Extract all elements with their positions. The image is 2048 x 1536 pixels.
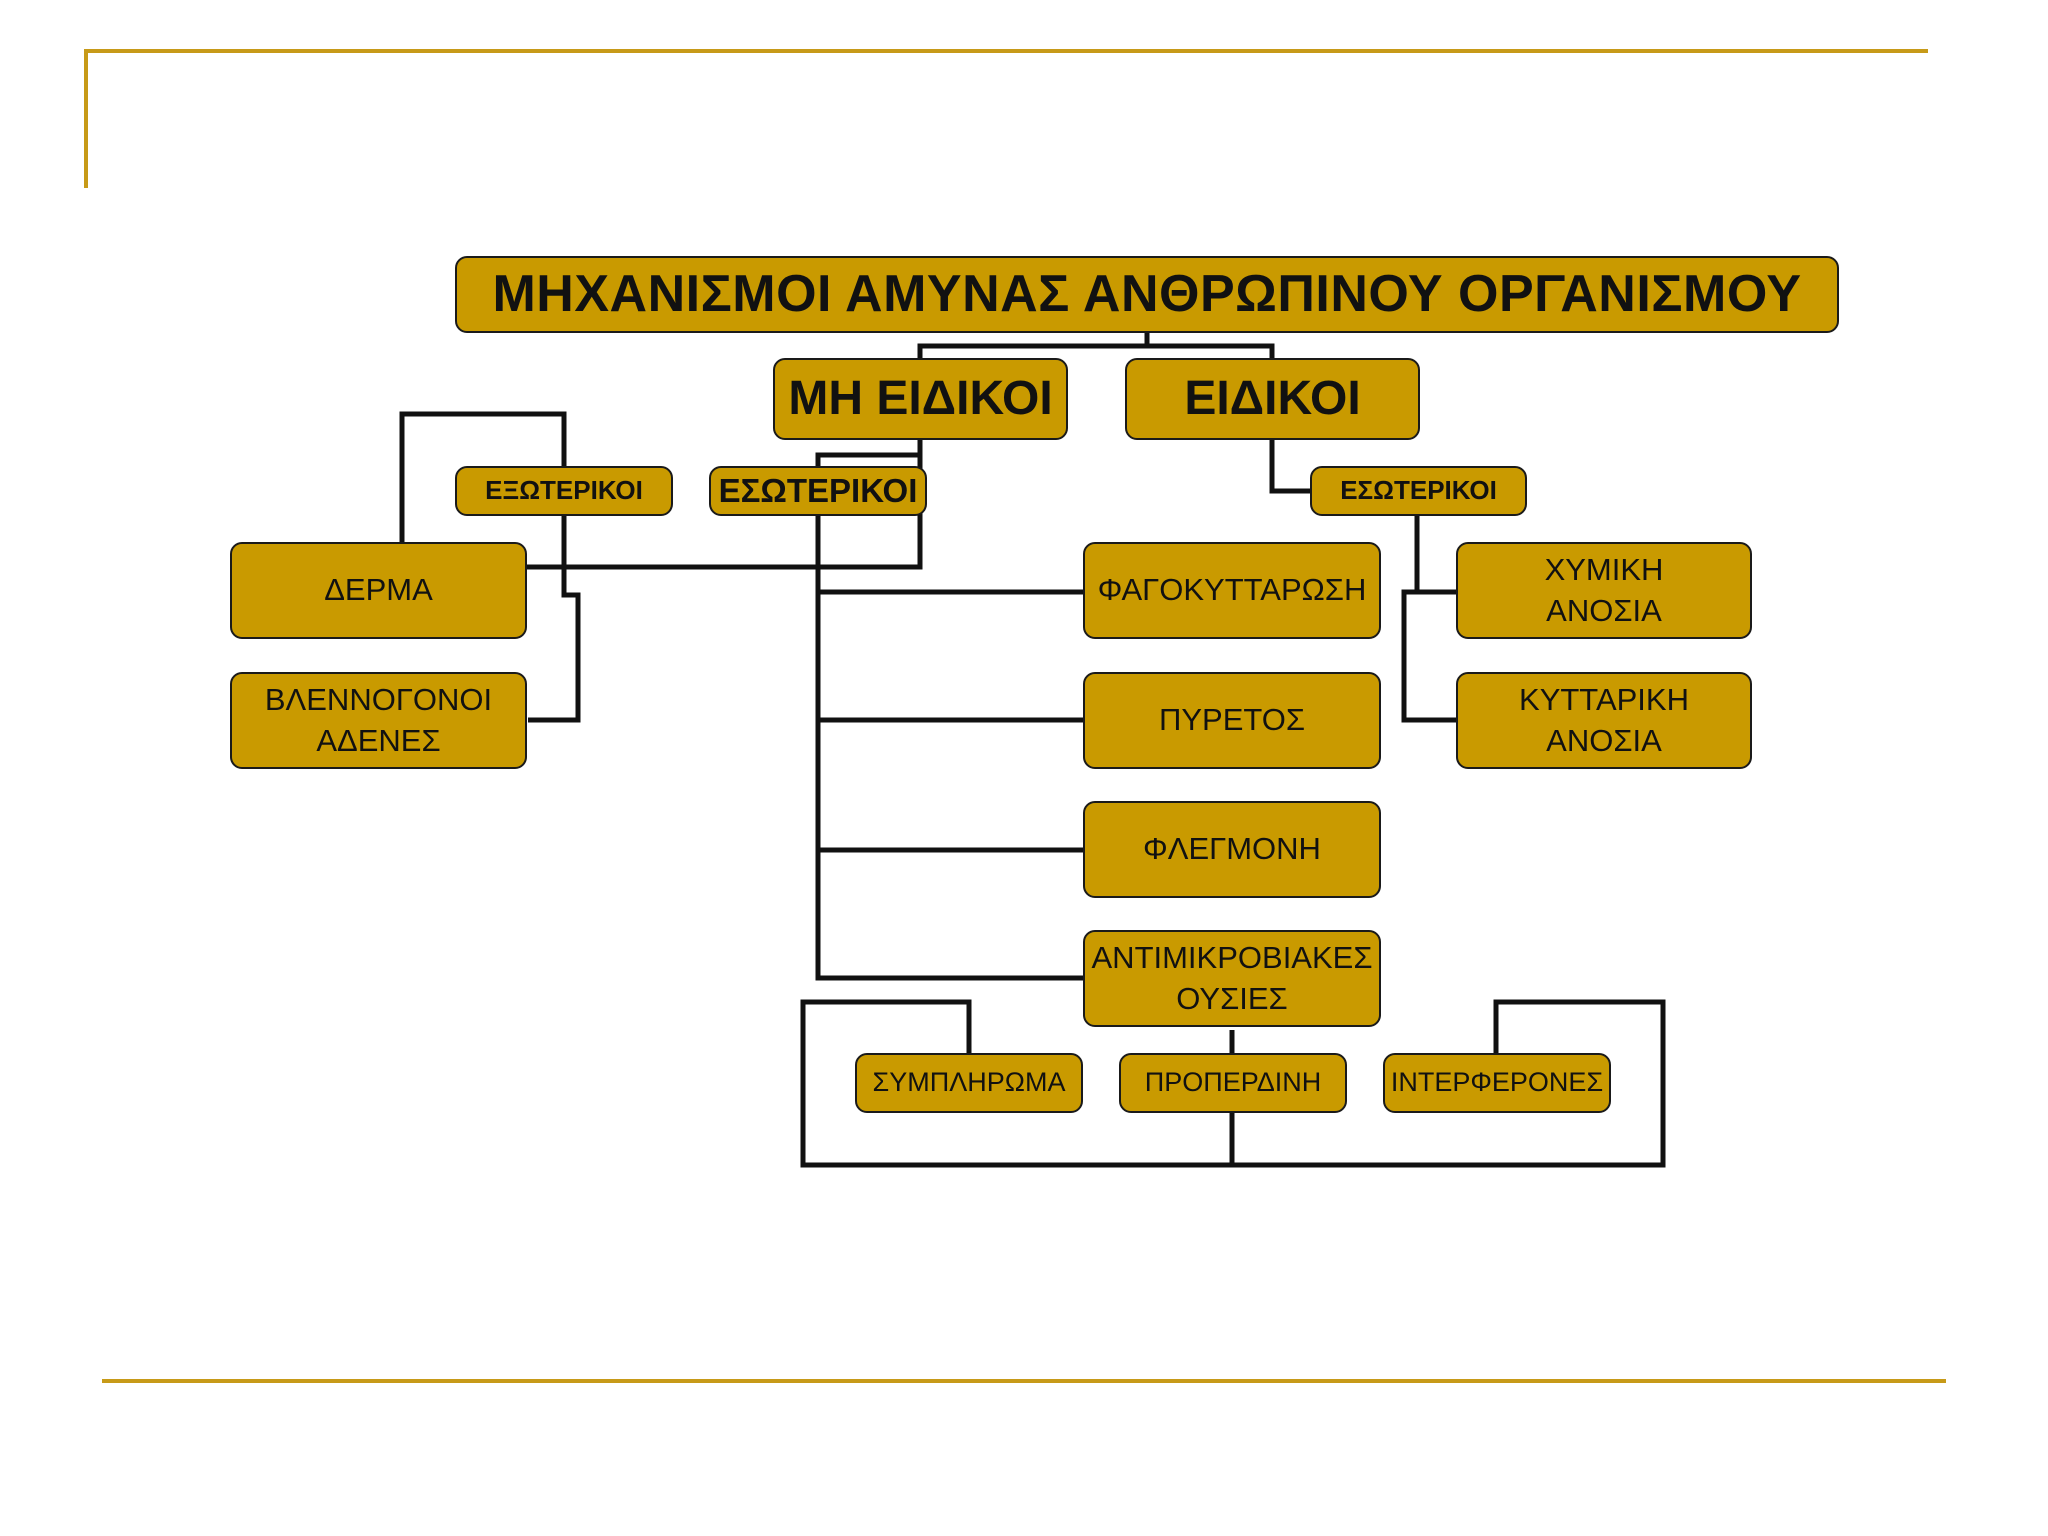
skin-box: ΔΕΡΜΑ (230, 542, 527, 639)
specific-box: ΕΙΔΙΚΟΙ (1125, 358, 1420, 440)
antimicrobial-box: ΑΝΤΙΜΙΚΡΟΒΙΑΚΕΣ ΟΥΣΙΕΣ (1083, 930, 1381, 1027)
internal-non-specific-box: ΕΣΩΤΕΡΙΚΟΙ (709, 466, 927, 516)
internal-specific-box: ΕΣΩΤΕΡΙΚΟΙ (1310, 466, 1527, 516)
connector-external (399, 411, 581, 723)
inflammation-box: ΦΛΕΓΜΟΝΗ (1083, 801, 1381, 898)
chemical-immunity-box: ΧΥΜΙΚΗ ΑΝΟΣΙΑ (1456, 542, 1752, 639)
non-specific-box: ΜΗ ΕΙΔΙΚΟΙ (773, 358, 1068, 440)
interferons-box: ΙΝΤΕΡΦΕΡΟΝΕΣ (1383, 1053, 1611, 1113)
title-box: ΜΗΧΑΝΙΣΜΟΙ ΑΜΥΝΑΣ ΑΝΘΡΩΠΙΝΟΥ ΟΡΓΑΝΙΣΜΟΥ (455, 256, 1839, 333)
cellular-immunity-box: ΚΥΤΤΑΡΙΚΗ ΑΝΟΣΙΑ (1456, 672, 1752, 769)
fever-box: ΠΥΡΕΤΟΣ (1083, 672, 1381, 769)
complement-box: ΣΥΜΠΛΗΡΩΜΑ (855, 1053, 1083, 1113)
connector-immunity (1401, 516, 1456, 723)
slide-frame (84, 49, 1946, 1383)
phagocytosis-box: ΦΑΓΟΚΥΤΤΑΡΩΣΗ (1083, 542, 1381, 639)
external-box: ΕΞΩΤΕΡΙΚΟΙ (455, 466, 673, 516)
connector-internal-branches (815, 515, 1083, 981)
properdin-box: ΠΡΟΠΕΡΔΙΝΗ (1119, 1053, 1347, 1113)
mucous-glands-box: ΒΛΕΝΝΟΓΟΝΟΙ ΑΔΕΝΕΣ (230, 672, 527, 769)
connector-specific (1269, 440, 1310, 494)
